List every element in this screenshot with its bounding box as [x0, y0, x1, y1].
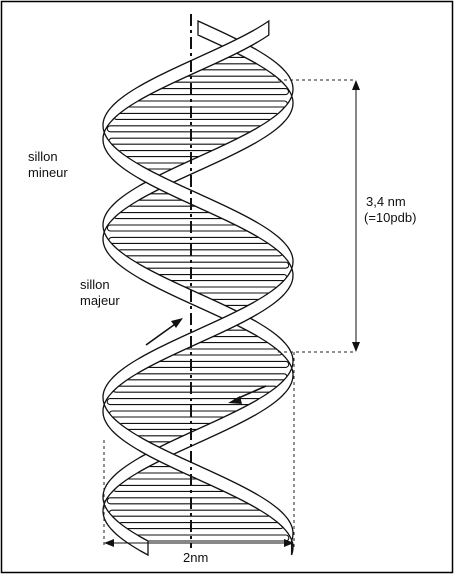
base-pair — [109, 138, 242, 144]
base-pair — [107, 126, 263, 132]
base-pair — [134, 262, 289, 268]
base-pair — [109, 510, 271, 516]
base-pair — [155, 275, 287, 281]
base-pair — [107, 498, 252, 504]
base-pair — [113, 485, 228, 491]
base-pair — [169, 349, 283, 355]
base-pair — [126, 374, 287, 380]
base-pair — [118, 250, 283, 256]
base-pair — [114, 213, 227, 219]
major-groove-label: sillon majeur — [80, 277, 120, 308]
base-pair — [113, 113, 278, 119]
base-pair — [107, 225, 250, 231]
base-pair — [109, 411, 240, 417]
minor-groove-label: sillon mineur — [28, 149, 68, 180]
width-label: 2nm — [183, 550, 208, 565]
pitch-label: 3,4 nm (=10pdb) — [364, 194, 416, 225]
base-pair — [127, 101, 288, 107]
base-pair — [146, 89, 288, 95]
width-dimension — [104, 352, 294, 548]
base-pair — [145, 361, 289, 367]
pitch-dimension — [278, 80, 360, 352]
base-pair — [109, 237, 270, 243]
base-pair — [119, 523, 284, 529]
base-pair — [135, 535, 289, 541]
